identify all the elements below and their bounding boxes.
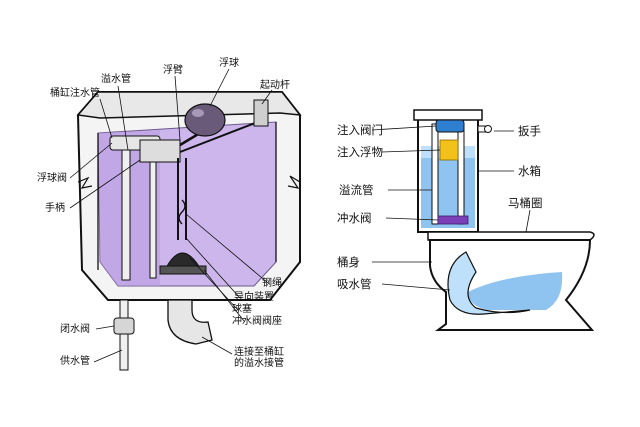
right-flush-valve-flap	[437, 215, 469, 225]
lever-arm	[179, 117, 269, 153]
label-plug: 球塞	[232, 304, 252, 315]
label-shutoff-valve: 闭水阀	[60, 324, 90, 335]
tank-lid	[76, 91, 302, 119]
label-wrench-handle: 扳手	[518, 124, 541, 138]
label-overflow-tube: 溢流管	[339, 183, 374, 197]
label-suction-pipe: 吸水管	[337, 277, 372, 291]
outlet-elbow-pipe	[167, 299, 213, 345]
label-connect-pipe: 连接至桶缸 的溢水接管	[234, 347, 284, 369]
label-flush-seat: 冲水阀阀座	[232, 316, 282, 327]
label-bowl-body: 桶身	[337, 255, 360, 269]
right-bowl-water	[468, 272, 563, 310]
label-flush-valve: 冲水阀	[337, 211, 372, 225]
label-handle: 手柄	[45, 203, 65, 214]
right-inlet-valve-head	[435, 119, 465, 133]
label-float-valve: 浮球阀	[37, 173, 67, 184]
right-trap	[447, 251, 531, 315]
label-seat: 马桶圈	[508, 196, 543, 210]
right-seat	[427, 231, 595, 241]
label-inlet-valve: 注入阀门	[337, 123, 383, 137]
right-leader-lines	[371, 125, 531, 291]
lever-handle-block	[253, 99, 269, 127]
cut-edge-mark	[287, 175, 301, 189]
label-float-arm: 浮臂	[163, 65, 183, 76]
left-leader-lines	[69, 68, 273, 363]
right-fill-column	[457, 123, 465, 225]
flush-valve-seat	[159, 265, 207, 275]
label-lever: 起动杆	[260, 80, 290, 91]
supply-pipe-body	[119, 299, 129, 371]
label-bowl-fill-pipe: 桶缸注水管	[50, 88, 100, 99]
label-inlet-float: 注入浮物	[337, 145, 383, 159]
label-overflow-pipe: 溢水管	[101, 74, 131, 85]
right-handle-knob	[484, 125, 492, 133]
right-yellow-float	[439, 139, 459, 161]
right-tank-lid	[413, 109, 483, 121]
label-float-ball: 浮球	[219, 58, 239, 69]
label-chain: 钢绳	[262, 278, 282, 289]
label-guide: 导向装置	[234, 292, 274, 303]
cut-edge-mark	[77, 176, 93, 189]
label-tank: 水箱	[518, 164, 541, 178]
float-ball-highlight	[192, 109, 204, 117]
lift-wire	[178, 199, 186, 225]
right-overflow-tube	[431, 123, 439, 225]
label-supply-pipe: 供水管	[60, 356, 90, 367]
